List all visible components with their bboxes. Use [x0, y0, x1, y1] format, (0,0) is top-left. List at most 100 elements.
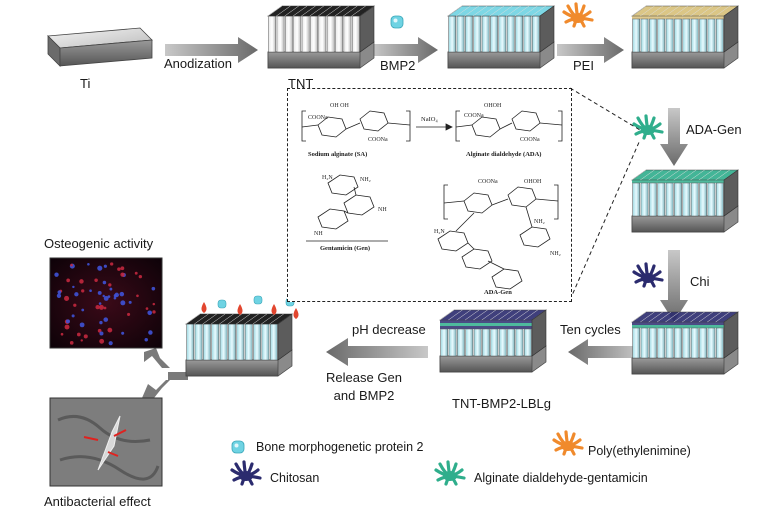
cell-dot — [126, 312, 131, 316]
label-bmp2: BMP2 — [380, 58, 416, 73]
legend-adagen-label: Alginate dialdehyde-gentamicin — [474, 471, 648, 485]
tnt-array — [267, 5, 375, 69]
cell-dot — [97, 265, 103, 271]
svg-text:OHOH: OHOH — [524, 179, 542, 185]
cell-dot — [103, 295, 109, 301]
chemistry-inset: OH OH COONa COONa OHOH COONa COONa H₂N N… — [287, 88, 572, 302]
cell-dot — [102, 280, 107, 285]
arrow-pei — [557, 37, 624, 63]
cell-dot — [144, 337, 148, 342]
arrow-split — [142, 348, 188, 398]
legend-bmp2-label: Bone morphogenetic protein 2 — [256, 440, 424, 454]
cell-dot — [152, 310, 156, 314]
cell-dot — [99, 331, 104, 336]
tnt-chi-array — [631, 311, 739, 375]
cell-dot — [74, 292, 79, 297]
cell-dot — [54, 272, 59, 277]
released-droplet — [271, 304, 277, 315]
cell-dot — [99, 338, 105, 344]
tnt-pei-array — [631, 5, 739, 69]
cell-dot — [138, 274, 143, 279]
label-ph-decrease: pH decrease — [352, 322, 426, 337]
svg-text:OHOH: OHOH — [484, 103, 502, 109]
cell-dot — [102, 294, 105, 298]
svg-text:NH: NH — [314, 231, 323, 237]
tnt-bmp2-array — [447, 5, 555, 69]
label-anodization: Anodization — [164, 56, 232, 71]
label-ada-gen: ADA-Gen — [686, 122, 742, 137]
arrow-bmp2 — [372, 37, 438, 63]
cell-dot — [108, 341, 113, 346]
cell-dot — [98, 302, 102, 305]
label-ten-cycles: Ten cycles — [560, 322, 621, 337]
label-antibacterial: Antibacterial effect — [44, 494, 151, 509]
cell-dot — [114, 292, 119, 298]
cell-dot — [65, 319, 70, 324]
released-droplet — [217, 299, 227, 309]
label-release-2: and BMP2 — [333, 388, 395, 403]
cell-dot — [71, 314, 75, 318]
cell-dot — [108, 283, 112, 287]
adagen-molecule-icon — [632, 114, 664, 140]
cell-dot — [81, 289, 85, 293]
svg-text:COONa: COONa — [478, 179, 498, 185]
chemistry-structures: OH OH COONa COONa OHOH COONa COONa H₂N N… — [301, 103, 563, 290]
cell-dot — [103, 306, 107, 310]
cell-dot — [97, 328, 102, 333]
label-tnt: TNT — [288, 76, 314, 91]
svg-text:NH₂: NH₂ — [360, 177, 371, 183]
released-droplet — [293, 308, 299, 319]
cell-dot — [87, 262, 90, 266]
cell-dot — [120, 266, 125, 271]
cell-dot — [99, 320, 103, 325]
antibacterial-micrograph — [49, 397, 163, 487]
cell-dot — [134, 271, 138, 275]
svg-text:COONa: COONa — [368, 137, 388, 143]
legend-pei-icon — [552, 430, 584, 456]
label-release-1: Release Gen — [326, 370, 402, 385]
legend-adagen-icon — [434, 460, 466, 486]
released-droplet — [237, 304, 243, 315]
cell-dot — [103, 264, 107, 268]
legend-chitosan-icon — [230, 460, 262, 486]
cell-dot — [110, 262, 114, 266]
legend-bmp2-icon — [231, 440, 245, 454]
cell-dot — [103, 317, 109, 322]
cell-dot — [80, 339, 83, 342]
ti-substrate — [47, 27, 153, 67]
cell-dot — [151, 286, 156, 291]
reagent-label: NaIO₄ — [421, 116, 438, 123]
cell-dot — [136, 294, 139, 298]
cell-dot — [73, 303, 77, 307]
cell-dot — [120, 300, 126, 306]
svg-text:OH OH: OH OH — [330, 103, 349, 109]
cell-dot — [60, 332, 64, 336]
cell-dot — [72, 285, 75, 289]
arrow-release — [326, 338, 428, 366]
leader-line-top — [569, 87, 641, 131]
cell-dot — [98, 304, 104, 310]
legend-pei-label: Poly(ethylenimine) — [588, 444, 691, 458]
cell-dot — [120, 272, 125, 277]
svg-text:COONa: COONa — [520, 137, 540, 143]
pei-molecule-icon — [562, 2, 594, 28]
svg-text:NH₂: NH₂ — [534, 219, 545, 225]
label-product: TNT-BMP2-LBLg — [452, 396, 551, 411]
leader-line-bottom — [569, 139, 641, 301]
osteogenic-micrograph — [49, 257, 163, 349]
cell-dot — [57, 290, 62, 295]
gen-label: Gentamicin (Gen) — [320, 245, 371, 252]
svg-text:H₂N: H₂N — [434, 229, 445, 235]
cell-dot — [81, 308, 85, 312]
arrow-ada-gen — [660, 108, 688, 166]
cell-dot — [117, 267, 121, 271]
cell-dot — [76, 332, 81, 337]
svg-text:NH₂: NH₂ — [550, 251, 561, 257]
cell-dot — [83, 334, 88, 339]
svg-text:NH: NH — [378, 207, 387, 213]
cell-dot — [94, 278, 98, 283]
cell-dot — [152, 302, 156, 306]
cell-dot — [109, 287, 113, 291]
cell-dot — [70, 263, 73, 267]
